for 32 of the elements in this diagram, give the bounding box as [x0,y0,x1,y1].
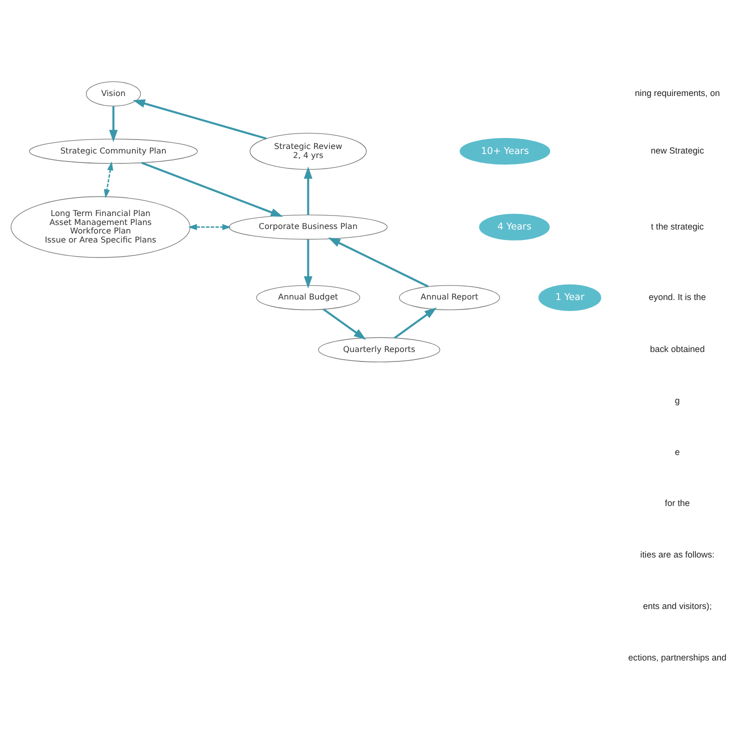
arrow [322,308,366,340]
arrow [132,98,267,140]
label: ning requirements, on [634,88,720,98]
arrow [141,161,283,216]
label: ections, partnerships and [628,652,726,662]
arrow [394,307,437,338]
arrow [304,166,312,214]
label: ities are as follows: [640,549,714,560]
label: e [674,446,680,456]
node-ellipse: Annual Budget [256,284,360,310]
label: t the strategic [651,220,704,231]
label: g [674,394,680,405]
arrow [304,239,312,288]
arrow [109,106,118,142]
node-ellipse: 4 Years [479,213,550,240]
node-ellipse: Annual Report [398,284,500,310]
arrow [104,161,114,198]
arrow [328,237,429,287]
label: for the [664,498,690,508]
node-ellipse: 10+ Years [460,137,550,164]
node-ellipse: Long Term Financial Plan Asset Management Plans Workforce Plan Issue or Area Specific Plans [10,196,190,258]
label: ents and visitors); [642,600,712,611]
node-ellipse: Quarterly Reports [318,336,440,362]
node-ellipse: 1 Year [538,284,602,310]
node-ellipse: Corporate Business Plan [228,214,388,240]
node-ellipse: Strategic Community Plan [29,138,198,164]
node-ellipse: Vision [86,80,141,106]
arrow [188,224,232,230]
label: eyond. It is the [648,291,706,302]
node-ellipse: Strategic Review 2, 4 yrs [250,132,367,170]
label: new Strategic [650,145,704,156]
label: back obtained [650,344,705,354]
